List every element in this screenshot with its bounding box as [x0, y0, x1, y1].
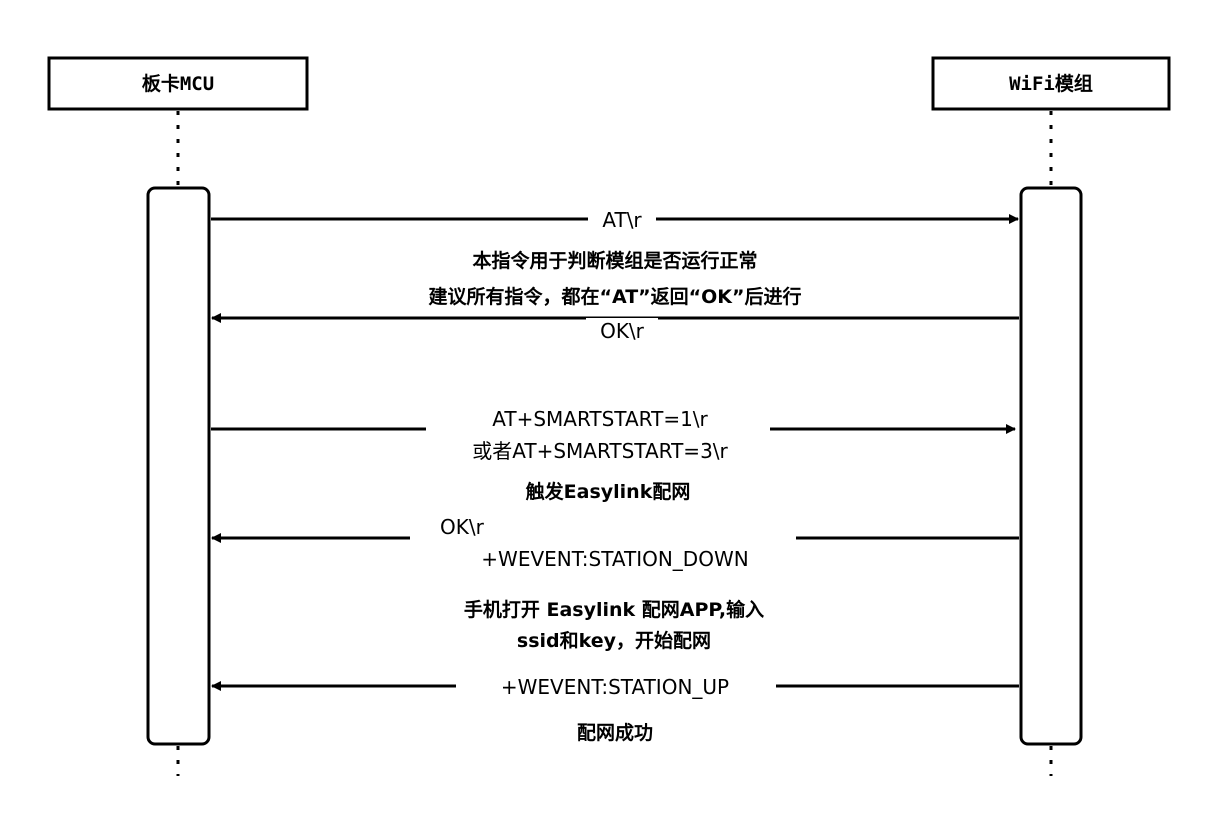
note-success: 配网成功: [577, 721, 653, 744]
participant-right-label: WiFi模组: [1009, 72, 1093, 95]
participant-left-box: [47, 56, 309, 111]
message-ok-label: OK\r: [600, 319, 645, 343]
activation-right: [1019, 186, 1083, 746]
message-ok: OK\r: [211, 313, 1019, 344]
note-easylink: 触发Easylink配网: [526, 480, 691, 503]
message-station-down-label-1: OK\r: [440, 515, 485, 539]
message-station-down: OK\r +WEVENT:STATION_DOWN: [211, 512, 1019, 574]
note-app-line-1: 手机打开 Easylink 配网APP,输入: [464, 598, 764, 621]
participant-right-box: [931, 56, 1171, 111]
participant-left: 板卡MCU: [47, 56, 309, 111]
message-smartstart: AT+SMARTSTART=1\r 或者AT+SMARTSTART=3\r: [211, 402, 1016, 464]
activation-left: [146, 186, 211, 746]
participant-right: WiFi模组: [931, 56, 1171, 111]
message-smartstart-label-2: 或者AT+SMARTSTART=3\r: [472, 439, 728, 463]
message-station-up-label: +WEVENT:STATION_UP: [501, 675, 729, 699]
note-at-line-1: 本指令用于判断模组是否运行正常: [472, 249, 757, 272]
message-station-up: +WEVENT:STATION_UP: [211, 672, 1019, 700]
note-app-line-2: ssid和key，开始配网: [517, 629, 711, 652]
participant-left-label: 板卡MCU: [142, 72, 214, 95]
message-at-label: AT\r: [602, 208, 642, 232]
message-at: AT\r: [211, 205, 1019, 232]
message-station-down-label-2: +WEVENT:STATION_DOWN: [481, 547, 748, 571]
note-at-line-2: 建议所有指令，都在“AT”返回“OK”后进行: [428, 285, 801, 308]
message-smartstart-label-1: AT+SMARTSTART=1\r: [492, 407, 708, 431]
